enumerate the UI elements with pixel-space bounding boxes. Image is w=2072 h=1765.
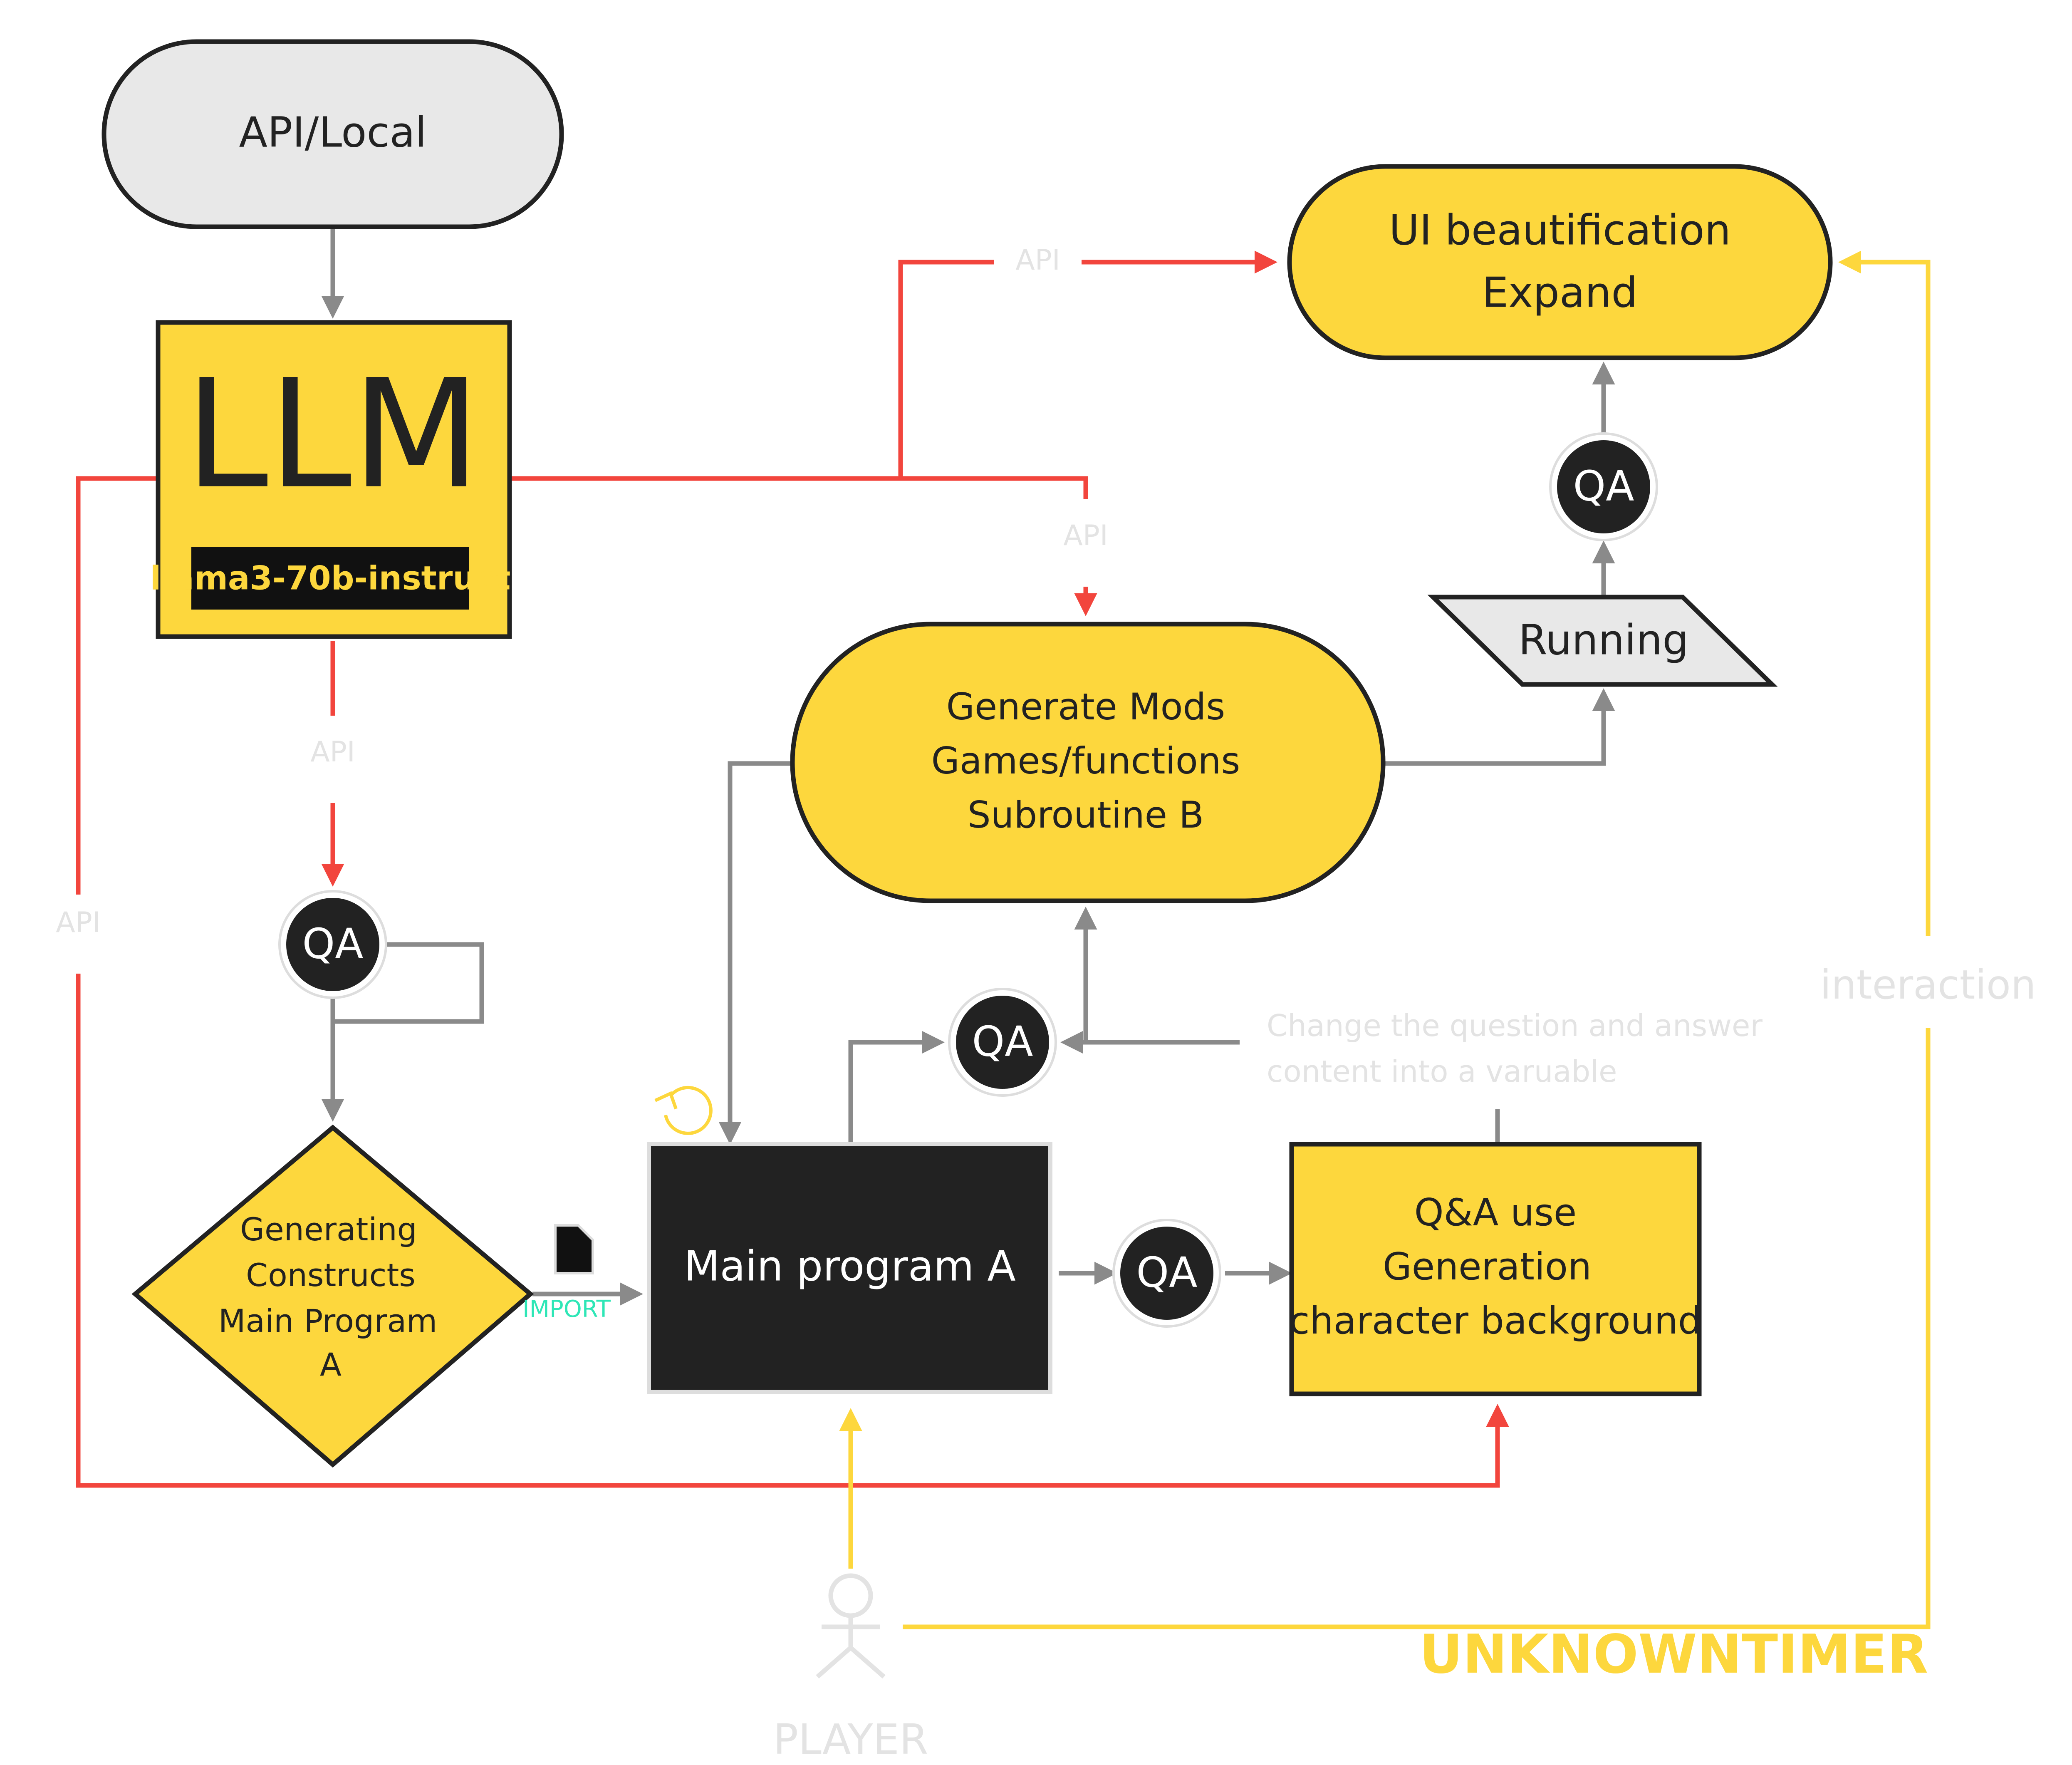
- main-program-label: Main program A: [684, 1242, 1016, 1290]
- qa-use-line-2: Generation: [1383, 1245, 1592, 1289]
- main-program-node[interactable]: Main program A: [647, 1142, 1052, 1394]
- qa-node-left[interactable]: QA: [278, 890, 387, 999]
- generate-mods-line-3: Subroutine B: [968, 793, 1204, 836]
- edge-mods-to-running: [1383, 688, 1615, 766]
- change-note-line-2: content into a varuable: [1267, 1054, 1617, 1089]
- player-icon[interactable]: [816, 1573, 886, 1679]
- running-label: Running: [1518, 615, 1689, 664]
- api-local-node[interactable]: API/Local: [101, 39, 564, 229]
- edge-llm-to-qa-use: [76, 476, 1509, 1488]
- qa-node-mid[interactable]: QA: [948, 988, 1057, 1097]
- api-local-label: API/Local: [239, 108, 426, 156]
- interaction-label: interaction: [1820, 962, 2036, 1008]
- player-label: PLAYER: [773, 1715, 928, 1764]
- qa-node-top[interactable]: QA: [1549, 432, 1658, 541]
- api-label-top: API: [1015, 244, 1060, 277]
- llm-model-label: llama3-70b-instruct: [150, 560, 511, 597]
- llm-label: LLM: [185, 347, 481, 521]
- generating-constructs-line-3: Main Program: [218, 1302, 437, 1339]
- qa-node-right[interactable]: QA: [1112, 1219, 1221, 1328]
- import-label: IMPORT: [522, 1296, 611, 1323]
- api-label-down: API: [310, 736, 355, 768]
- api-label-mid: API: [1063, 519, 1108, 552]
- unknowntimer-label: UNKNOWNTIMER: [1419, 1624, 1928, 1686]
- change-note-line-1: Change the question and answer: [1267, 1008, 1763, 1043]
- ui-beautification-line-2: Expand: [1482, 268, 1638, 317]
- qa-label-mid: QA: [972, 1017, 1033, 1066]
- qa-label-top: QA: [1573, 461, 1634, 510]
- edge-main-to-qa-mid: [848, 1031, 945, 1142]
- generating-constructs-line-2: Constructs: [246, 1257, 416, 1294]
- running-node[interactable]: Running: [1427, 595, 1778, 687]
- edge-mods-to-main: [718, 761, 792, 1145]
- edge-player-to-ui: [903, 250, 1931, 1629]
- qa-use-line-1: Q&A use: [1414, 1191, 1577, 1235]
- qa-use-node[interactable]: Q&A use Generation character background: [1289, 1142, 1702, 1396]
- qa-label-left: QA: [302, 919, 363, 968]
- qa-label-right: QA: [1136, 1248, 1197, 1296]
- generating-constructs-node[interactable]: Generating Constructs Main Program A: [131, 1124, 534, 1468]
- generate-mods-line-2: Games/functions: [931, 739, 1240, 782]
- generate-mods-node[interactable]: Generate Mods Games/functions Subroutine…: [790, 622, 1386, 903]
- api-label-left: API: [56, 906, 101, 939]
- generating-constructs-line-4: A: [320, 1346, 342, 1383]
- edge-llm-to-ui: [510, 250, 1277, 481]
- llm-model-badge: [191, 547, 469, 610]
- edge-llm-to-mods: [901, 476, 1097, 616]
- ui-beautification-node[interactable]: UI beautification Expand: [1287, 164, 1833, 360]
- qa-use-line-3: character background: [1289, 1299, 1702, 1343]
- edge-qa-self-loop: [333, 942, 484, 1024]
- ui-beautification-line-1: UI beautification: [1389, 206, 1731, 254]
- generate-mods-line-1: Generate Mods: [946, 685, 1225, 728]
- generating-constructs-line-1: Generating: [240, 1211, 417, 1248]
- refresh-icon: [654, 1086, 713, 1135]
- llm-node[interactable]: LLM llama3-70b-instruct: [150, 320, 512, 639]
- file-icon: [554, 1224, 594, 1274]
